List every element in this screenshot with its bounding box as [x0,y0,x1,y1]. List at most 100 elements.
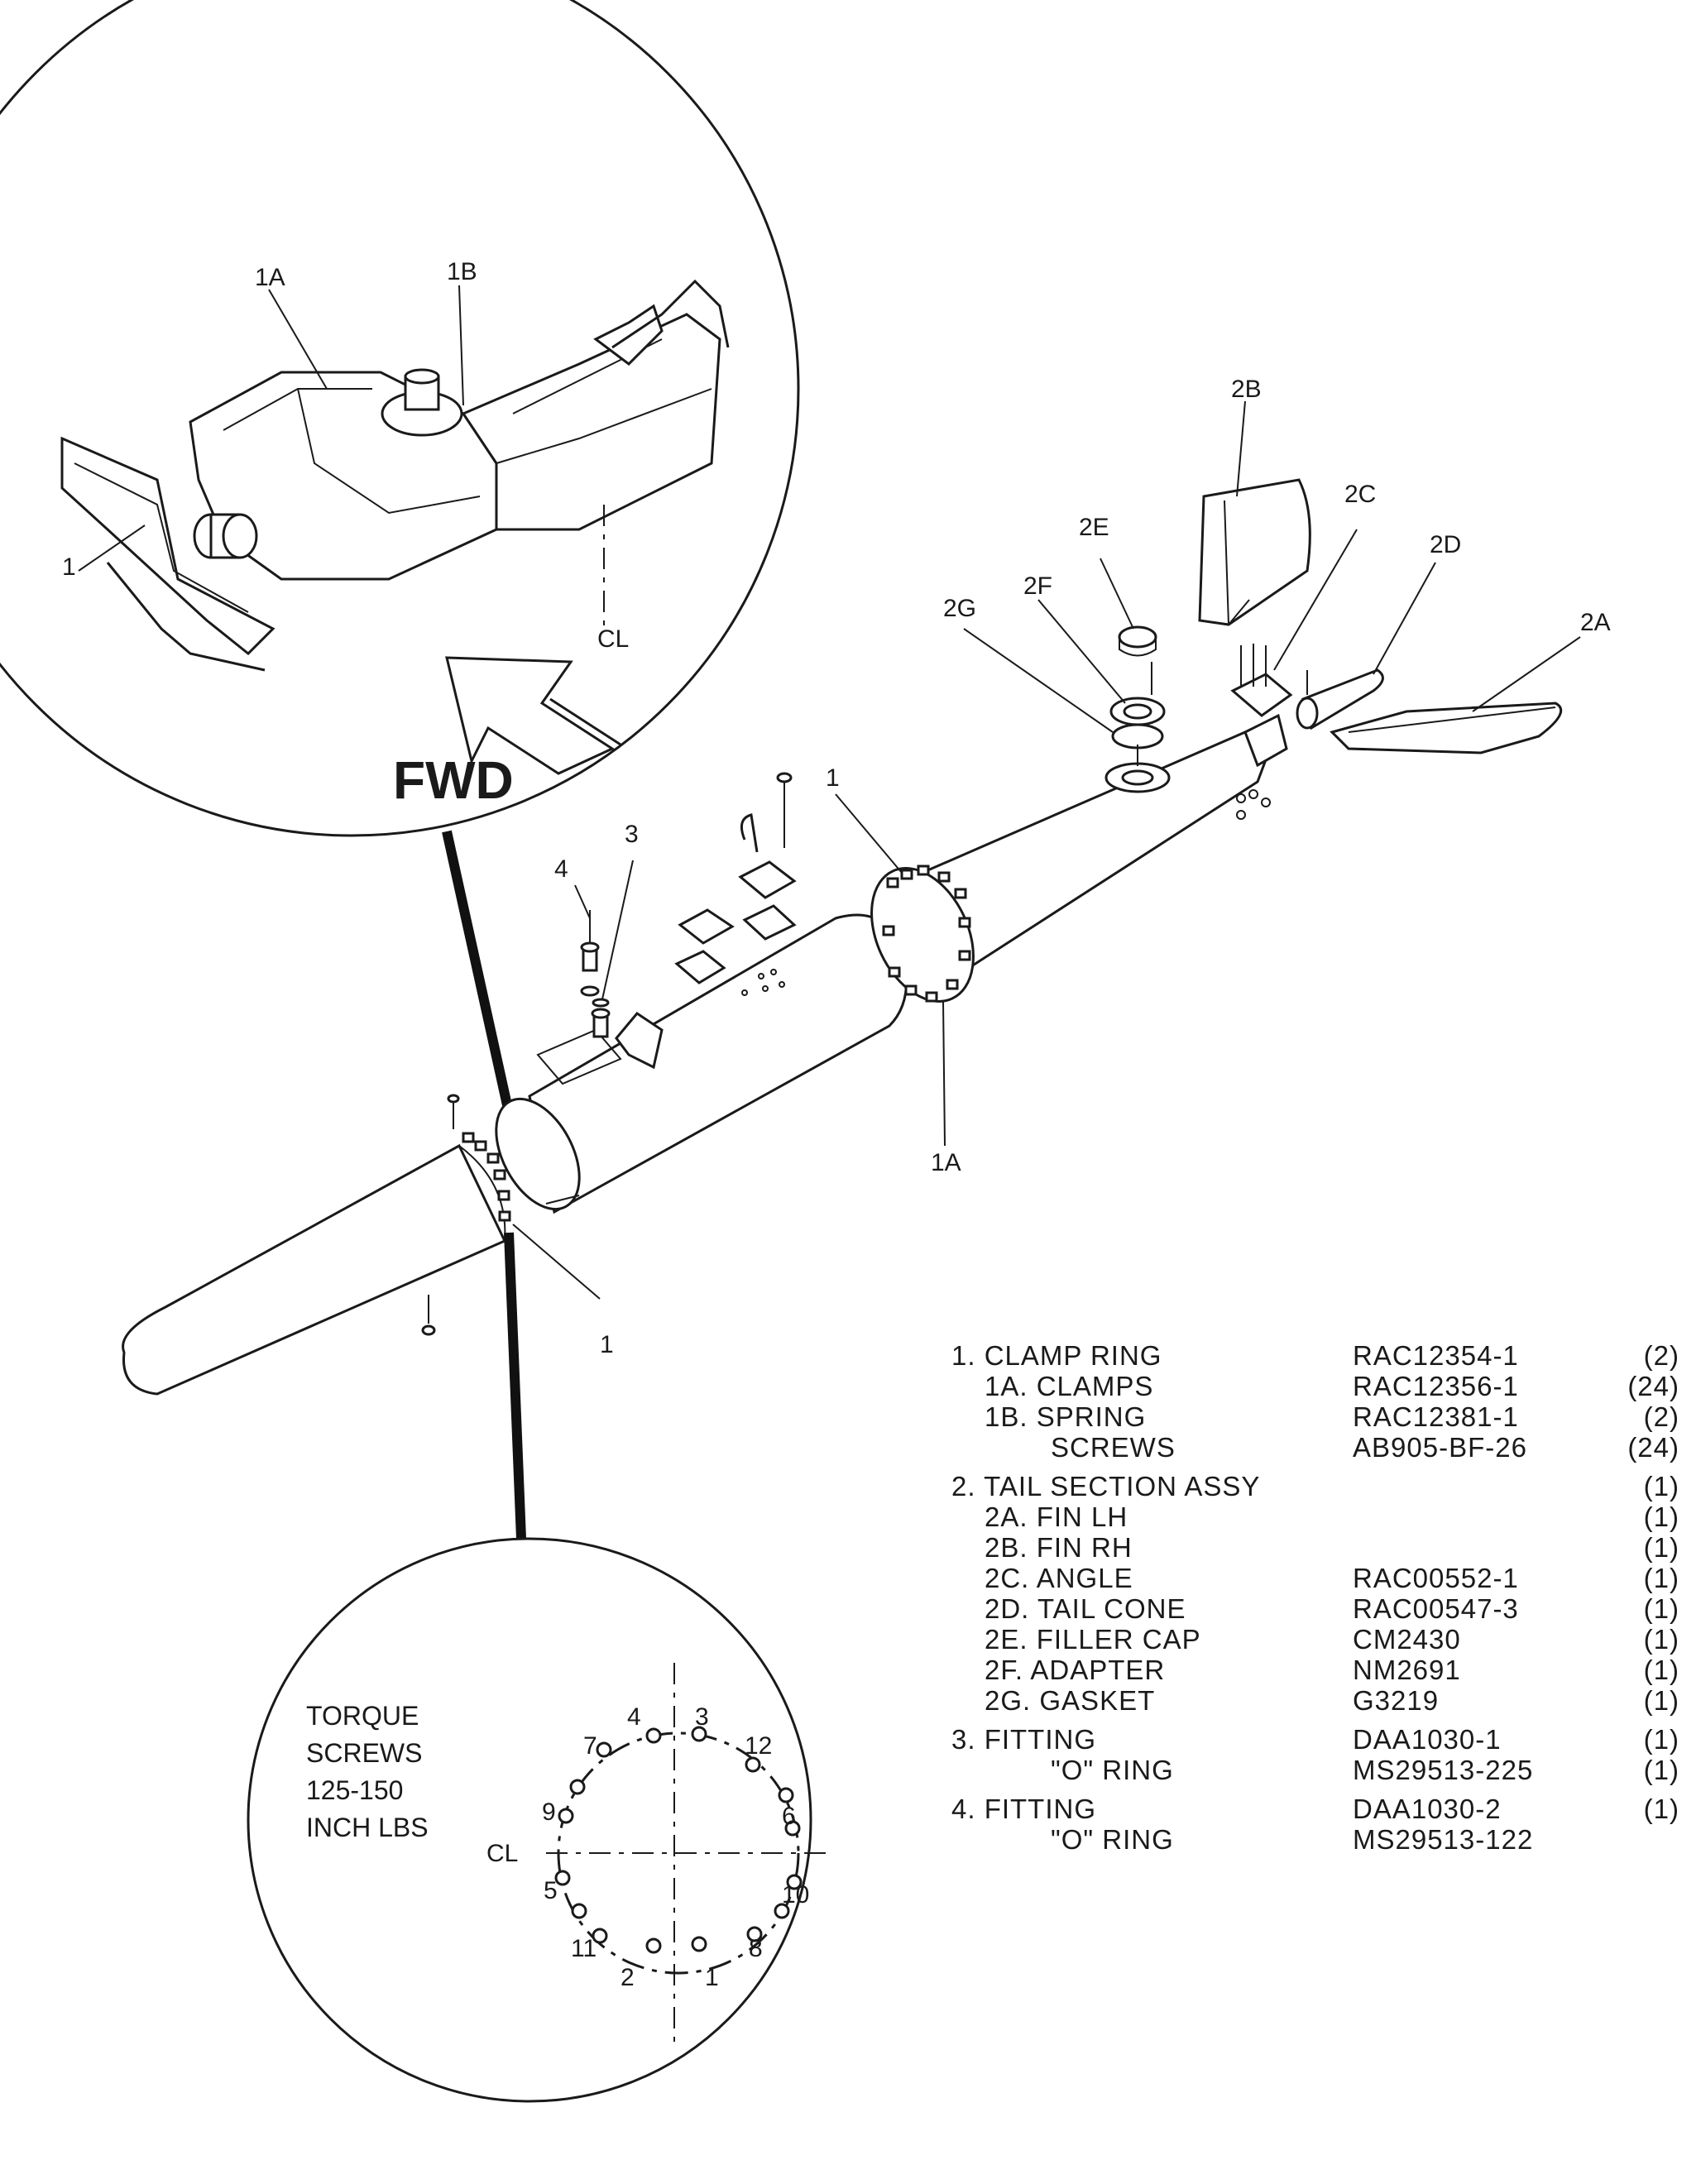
label-1-top: 1 [62,553,76,581]
detail-circle-outline [0,0,800,837]
parts-row: 2E. FILLER CAP CM2430 (1) [951,1624,1679,1655]
hardware-plates [674,860,797,984]
parts-index: 3. FITTING [951,1724,1097,1755]
label-2g: 2G [943,595,976,622]
parts-index: 2E. FILLER CAP [985,1624,1201,1655]
leader-4 [574,884,591,919]
parts-number: RAC12354-1 [1353,1340,1519,1371]
parts-index: 2. TAIL SECTION ASSY [951,1471,1261,1502]
parts-name: TAIL SECTION ASSY [984,1471,1261,1502]
label-centerline-top: CL [597,625,629,653]
parts-number: MS29513-122 [1353,1824,1534,1855]
bolt-number-5: 5 [544,1877,558,1904]
bolt-holes [554,1726,803,1954]
parts-row: SCREWS AB905-BF-26 (24) [951,1432,1679,1463]
parts-qty: (1) [1643,1593,1679,1624]
label-1b-top: 1B [447,258,477,285]
suspension-lug [615,1012,664,1070]
parts-name: "O" RING [1051,1824,1174,1855]
parts-number: RAC00547-3 [1353,1593,1519,1624]
fitting-3 [591,860,634,1038]
tail-cone [1301,668,1384,730]
parts-number: RAC00552-1 [1353,1563,1519,1593]
parts-row: 1A. CLAMPS RAC12356-1 (24) [951,1371,1679,1401]
parts-row: 1. CLAMP RING RAC12354-1 (2) [951,1340,1679,1371]
fin-rh [1198,478,1311,626]
leader-2f [1037,599,1126,704]
parts-name: CLAMPS [1036,1371,1154,1401]
label-1a-mid: 1A [931,1149,961,1176]
parts-qty: (2) [1643,1401,1679,1432]
bolt-number-1: 1 [705,1964,719,1991]
torque-note-line-4: INCH LBS [306,1813,429,1842]
parts-name: FILLER CAP [1036,1624,1201,1655]
filler-cap [1118,625,1157,649]
leader-2a [1472,636,1581,712]
leader-2c [1273,529,1358,671]
parts-row: 2A. FIN LH (1) [951,1502,1679,1532]
parts-row: 3. FITTING DAA1030-1 (1) [951,1724,1679,1755]
label-centerline-bottom: CL [486,1840,518,1867]
torque-note-line-3: 125-150 [306,1775,403,1805]
torque-note-line-2: SCREWS [306,1738,422,1768]
filler-cap-stack [1104,625,1171,793]
leader-1a-top [268,289,328,390]
parts-list: 1. CLAMP RING RAC12354-1 (2) 1A. CLAMPS … [951,1340,1679,1855]
parts-qty: (1) [1643,1755,1679,1785]
parts-number: RAC12356-1 [1353,1371,1519,1401]
parts-number: MS29513-225 [1353,1755,1534,1785]
parts-index: 1A. CLAMPS [985,1371,1154,1401]
leader-1-mid [835,793,903,874]
bolt-number-2: 2 [621,1964,635,1991]
parts-name: FIN RH [1036,1532,1133,1563]
parts-row: "O" RING MS29513-225 (1) [951,1755,1679,1785]
parts-row: 4. FITTING DAA1030-2 (1) [951,1794,1679,1824]
parts-qty: (1) [1643,1502,1679,1532]
parts-index: 2D. TAIL CONE [985,1593,1186,1624]
bolt-number-12: 12 [745,1732,772,1760]
label-2a: 2A [1580,609,1611,636]
parts-name: ANGLE [1036,1563,1133,1593]
label-2c: 2C [1344,481,1376,508]
leader-2b [1236,400,1246,497]
parts-name: ADAPTER [1030,1655,1166,1685]
parts-index: 2F. ADAPTER [985,1655,1166,1685]
gasket [1111,723,1164,750]
parts-name: "O" RING [1051,1755,1174,1785]
parts-qty: (1) [1643,1655,1679,1685]
label-3: 3 [625,821,639,848]
bolt-number-4: 4 [627,1703,641,1731]
detail-view-torque-pattern [247,1537,827,2103]
parts-name: GASKET [1039,1685,1156,1716]
bolt-number-7: 7 [583,1732,597,1760]
parts-qty: (24) [1627,1371,1679,1401]
parts-index: 2G. GASKET [985,1685,1156,1716]
access-plate [536,1028,622,1085]
clamp-pin [193,513,258,559]
label-1-nose: 1 [600,1331,614,1358]
leader-2d [1373,562,1436,675]
parts-row: 1B. SPRING RAC12381-1 (2) [951,1401,1679,1432]
parts-number: DAA1030-1 [1353,1724,1502,1755]
parts-qty: (1) [1643,1471,1679,1502]
nose-cone [122,1143,507,1396]
parts-qty: (1) [1643,1624,1679,1655]
angle-lower-hardware [1236,789,1271,820]
label-2e: 2E [1079,514,1109,541]
parts-number: AB905-BF-26 [1353,1432,1527,1463]
parts-qty: (1) [1643,1724,1679,1755]
fin-lh [1330,702,1563,754]
store-assembly [122,400,1581,1396]
leader-1-nose [512,1224,601,1300]
parts-index: 2B. FIN RH [985,1532,1133,1563]
parts-qty: (24) [1627,1432,1679,1463]
label-2d: 2D [1430,531,1461,558]
parts-name: TAIL CONE [1037,1593,1186,1624]
parts-row: 2. TAIL SECTION ASSY (1) [951,1471,1679,1502]
bolt-number-11: 11 [571,1935,597,1962]
parts-number: NM2691 [1353,1655,1461,1685]
parts-number: G3219 [1353,1685,1440,1716]
clamp-rail [461,313,721,531]
parts-name: SCREWS [1051,1432,1176,1463]
